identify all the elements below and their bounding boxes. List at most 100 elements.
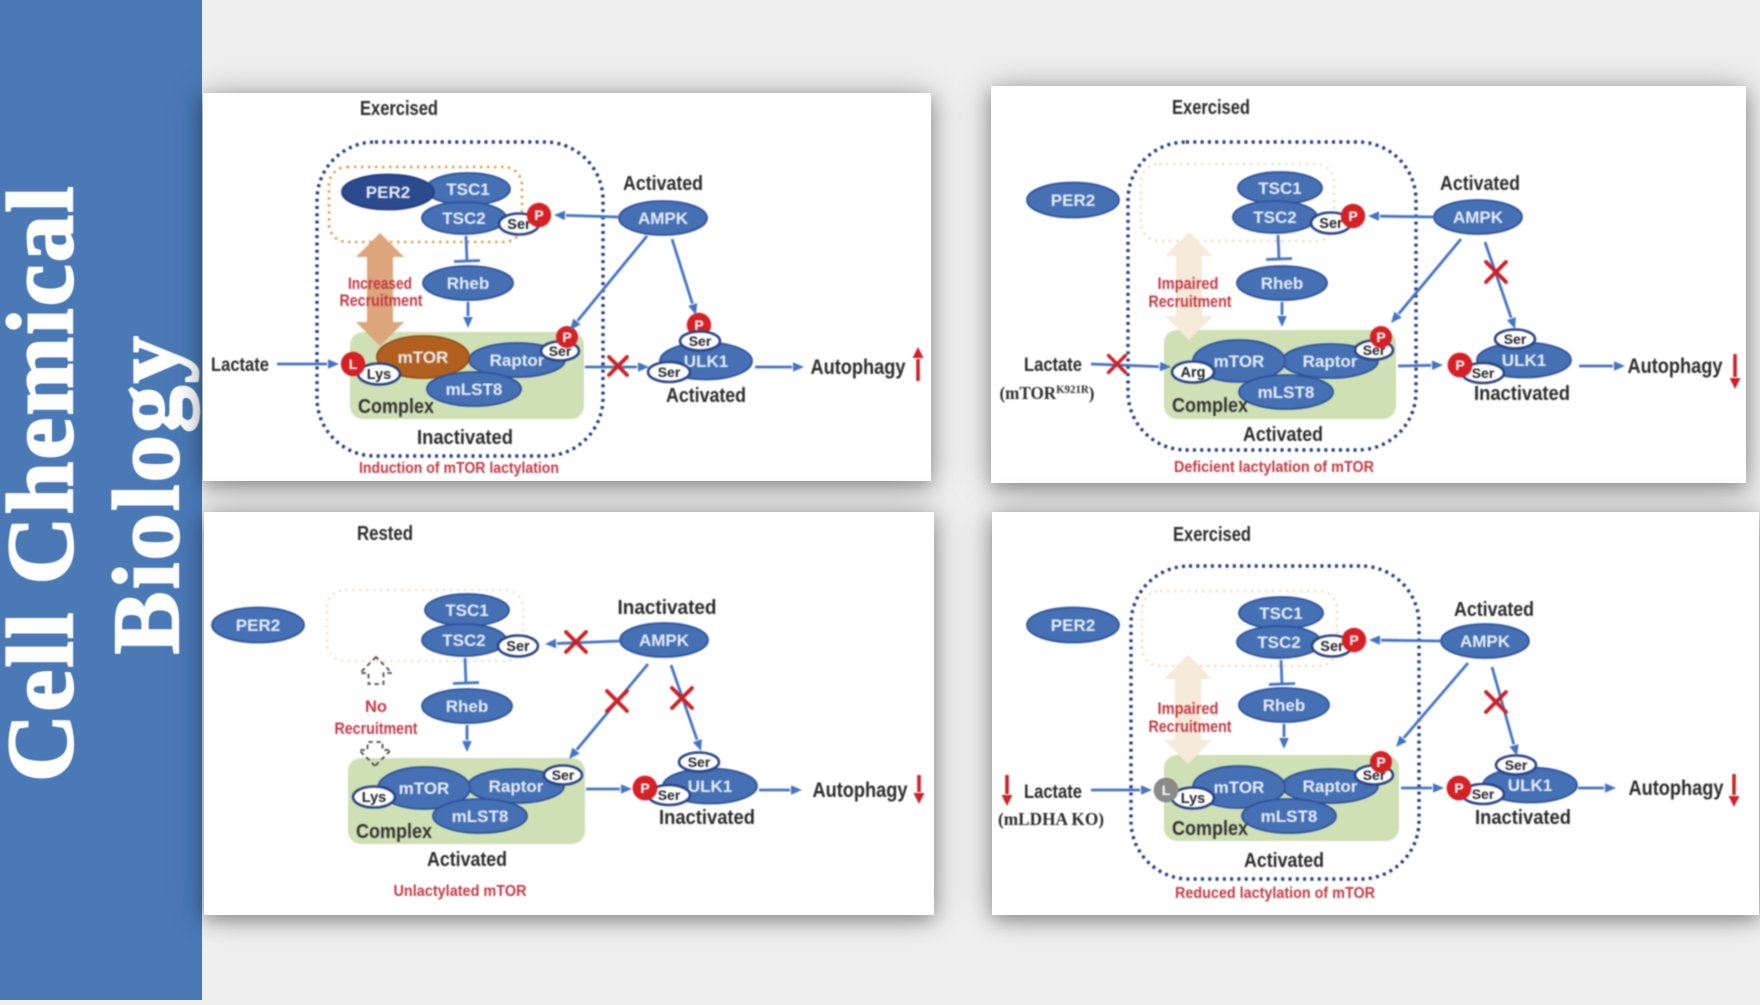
svg-text:TSC2: TSC2 (1253, 208, 1296, 227)
svg-text:Ser: Ser (552, 767, 575, 783)
svg-text:P: P (694, 317, 703, 333)
svg-text:Complex: Complex (1172, 817, 1249, 840)
svg-text:AMPK: AMPK (639, 631, 690, 650)
svg-text:Increased: Increased (348, 275, 412, 293)
svg-text:Exercised: Exercised (360, 97, 438, 120)
svg-text:mTOR: mTOR (1214, 352, 1265, 371)
svg-text:Ser: Ser (1320, 639, 1344, 655)
svg-text:Rheb: Rheb (1263, 696, 1306, 715)
svg-text:mTOR: mTOR (1214, 778, 1265, 797)
svg-text:P: P (640, 780, 649, 796)
svg-text:Ser: Ser (1319, 216, 1343, 232)
svg-text:Reduced lactylation of mTOR: Reduced lactylation of mTOR (1175, 885, 1375, 902)
svg-text:Raptor: Raptor (490, 351, 545, 370)
svg-text:P: P (1376, 329, 1385, 345)
svg-text:Cell Chemical: Cell Chemical (0, 184, 93, 782)
svg-text:Inactivated: Inactivated (1475, 807, 1571, 829)
svg-text:Activated: Activated (427, 849, 507, 871)
svg-text:Activated: Activated (1454, 599, 1534, 621)
svg-text:Ser: Ser (1504, 331, 1527, 347)
svg-text:Rheb: Rheb (446, 697, 489, 716)
svg-text:Activated: Activated (623, 173, 703, 195)
svg-text:Ser: Ser (1472, 365, 1495, 381)
svg-text:Autophagy: Autophagy (813, 779, 908, 802)
svg-text:Ser: Ser (1505, 757, 1528, 773)
svg-text:Recruitment: Recruitment (1149, 718, 1232, 736)
svg-text:PER2: PER2 (236, 616, 280, 635)
svg-text:Autophagy: Autophagy (1629, 777, 1724, 800)
svg-text:mLST8: mLST8 (1258, 383, 1315, 402)
svg-text:mTOR: mTOR (398, 348, 449, 367)
svg-text:Arg: Arg (1181, 365, 1206, 381)
svg-text:Activated: Activated (666, 385, 746, 407)
svg-text:Recruitment: Recruitment (335, 720, 418, 738)
svg-text:P: P (562, 329, 571, 345)
svg-text:TSC1: TSC1 (1258, 179, 1301, 198)
svg-text:mTOR: mTOR (399, 779, 450, 798)
svg-text:P: P (1376, 754, 1385, 770)
svg-text:P: P (1349, 632, 1358, 648)
svg-text:P: P (1455, 357, 1464, 373)
svg-text:Complex: Complex (356, 820, 433, 843)
svg-text:Inactivated: Inactivated (417, 427, 513, 449)
svg-text:Ser: Ser (658, 787, 681, 803)
svg-text:No: No (365, 698, 387, 716)
svg-text:mLST8: mLST8 (452, 807, 509, 826)
svg-text:mLST8: mLST8 (1261, 807, 1318, 826)
svg-text:Lactate: Lactate (1024, 354, 1082, 376)
svg-text:PER2: PER2 (366, 183, 410, 202)
svg-text:Lactate: Lactate (211, 354, 269, 376)
svg-text:Lys: Lys (367, 367, 391, 383)
svg-text:P: P (534, 207, 543, 223)
svg-text:Autophagy: Autophagy (1628, 355, 1723, 378)
svg-text:Activated: Activated (1440, 173, 1520, 195)
svg-text:Induction of mTOR lactylation: Induction of mTOR lactylation (359, 460, 559, 477)
svg-text:Biology: Biology (95, 334, 199, 654)
svg-text:TSC1: TSC1 (446, 180, 489, 199)
svg-text:Recruitment: Recruitment (340, 292, 423, 310)
svg-text:Unlactylated mTOR: Unlactylated mTOR (394, 883, 527, 900)
svg-text:L: L (349, 356, 358, 372)
svg-text:Ser: Ser (689, 333, 712, 349)
svg-text:Lys: Lys (1181, 791, 1205, 807)
svg-text:TSC2: TSC2 (442, 631, 485, 650)
svg-text:AMPK: AMPK (1453, 208, 1504, 227)
svg-text:Impaired: Impaired (1158, 700, 1219, 718)
svg-text:TSC2: TSC2 (1257, 633, 1300, 652)
svg-text:(mTORK921R): (mTORK921R) (1000, 383, 1095, 404)
svg-text:ULK1: ULK1 (1502, 351, 1546, 370)
svg-text:Raptor: Raptor (489, 777, 544, 796)
svg-text:ULK1: ULK1 (1508, 776, 1552, 795)
svg-text:Rheb: Rheb (1261, 274, 1304, 293)
svg-text:Inactivated: Inactivated (659, 807, 755, 829)
svg-text:Complex: Complex (358, 395, 435, 418)
svg-text:ULK1: ULK1 (684, 352, 728, 371)
svg-text:Ser: Ser (506, 639, 530, 655)
svg-text:Raptor: Raptor (1303, 352, 1358, 371)
svg-text:Inactivated: Inactivated (618, 597, 717, 619)
svg-text:Activated: Activated (1244, 850, 1324, 872)
svg-text:TSC1: TSC1 (445, 601, 488, 620)
svg-text:Lys: Lys (362, 790, 386, 806)
svg-text:Raptor: Raptor (1303, 777, 1358, 796)
svg-text:Complex: Complex (1172, 394, 1249, 417)
svg-text:Activated: Activated (1243, 424, 1323, 446)
svg-text:PER2: PER2 (1051, 616, 1095, 635)
svg-text:mLST8: mLST8 (446, 380, 503, 399)
svg-text:Ser: Ser (688, 754, 711, 770)
svg-text:Lactate: Lactate (1024, 781, 1082, 803)
svg-text:(mLDHA KO): (mLDHA KO) (998, 809, 1104, 830)
svg-text:Ser: Ser (658, 364, 681, 380)
svg-text:L: L (1162, 782, 1171, 798)
svg-text:AMPK: AMPK (638, 209, 689, 228)
svg-text:TSC2: TSC2 (442, 209, 485, 228)
svg-text:Ser: Ser (507, 217, 531, 233)
svg-text:Recruitment: Recruitment (1149, 293, 1232, 311)
svg-text:Deficient lactylation of mTOR: Deficient lactylation of mTOR (1174, 459, 1374, 476)
svg-text:Ser: Ser (1472, 786, 1495, 802)
svg-text:P: P (1348, 208, 1357, 224)
svg-text:TSC1: TSC1 (1259, 604, 1302, 623)
svg-text:Autophagy: Autophagy (811, 356, 906, 379)
svg-text:PER2: PER2 (1051, 191, 1095, 210)
svg-text:Rested: Rested (357, 522, 413, 545)
